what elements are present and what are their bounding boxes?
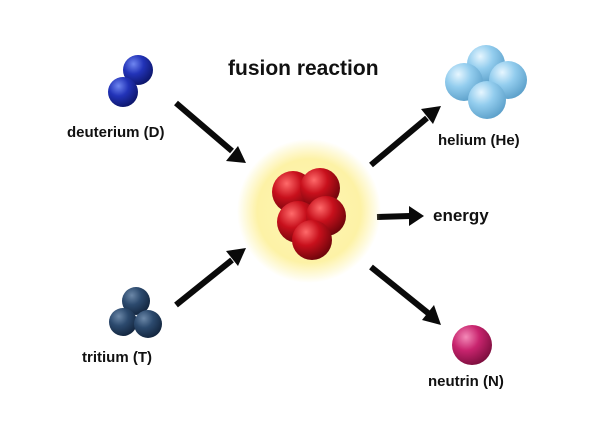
nucleon — [134, 310, 162, 338]
tritium-nucleus — [109, 287, 162, 338]
fused-nucleus — [272, 168, 346, 260]
diagram-title: fusion reaction — [228, 57, 379, 80]
nucleon — [123, 55, 153, 85]
nucleon — [108, 77, 138, 107]
neutron-particle — [452, 325, 492, 365]
deuterium-label: deuterium (D) — [67, 124, 165, 141]
energy-label: energy — [433, 206, 489, 225]
helium-label: helium (He) — [438, 132, 520, 149]
tritium-label: tritium (T) — [82, 349, 152, 366]
nucleon — [292, 220, 332, 260]
arrow-tritium-to-core — [174, 248, 246, 308]
neutron-label: neutrin (N) — [428, 373, 504, 390]
nucleon — [109, 308, 137, 336]
arrow-core-to-neutron — [369, 264, 441, 325]
arrow-deuterium-to-core — [174, 100, 246, 163]
nucleon — [122, 287, 150, 315]
arrow-core-to-energy — [376, 206, 424, 226]
arrow-core-to-helium — [369, 106, 441, 168]
deuterium-nucleus — [108, 55, 153, 107]
nucleon — [468, 81, 506, 119]
helium-nucleus — [445, 45, 527, 119]
